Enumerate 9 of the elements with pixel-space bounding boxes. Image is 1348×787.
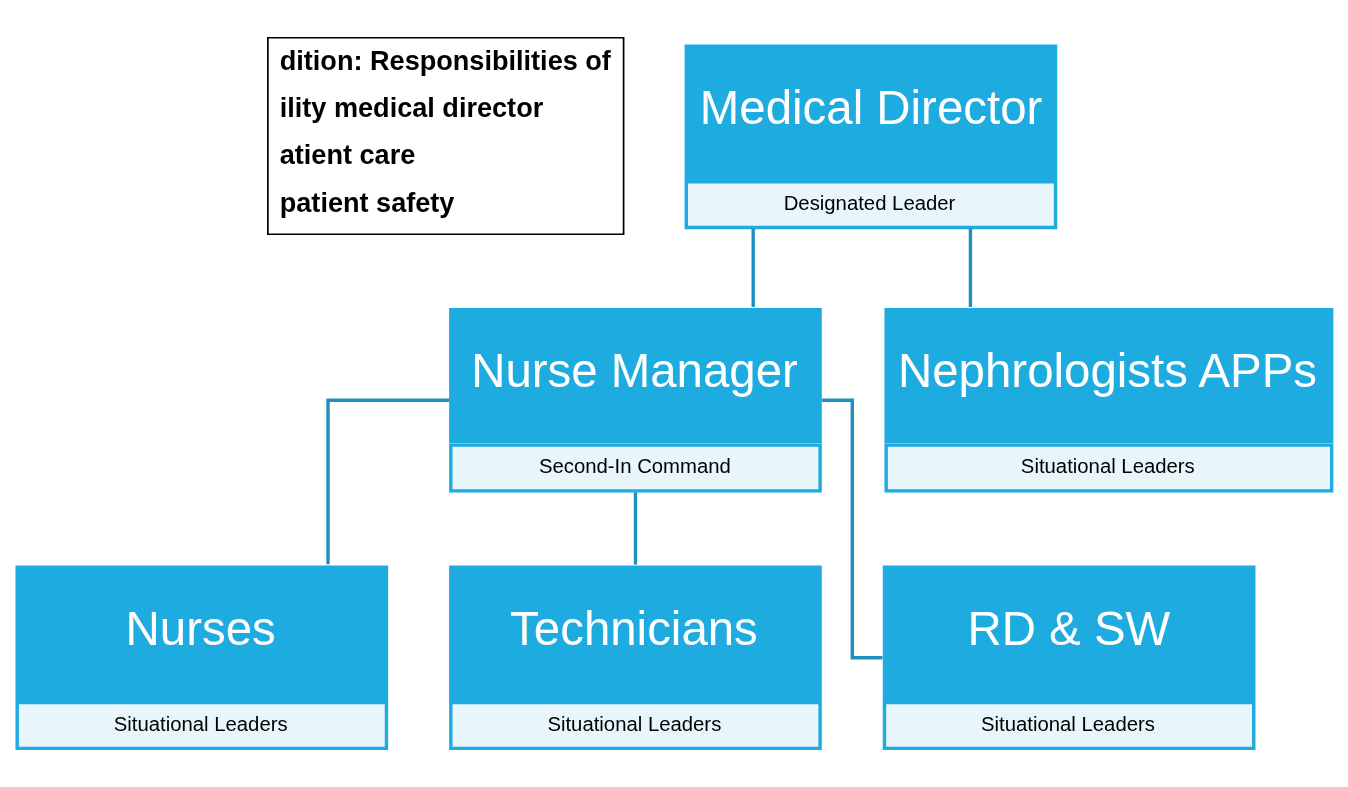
- connector: [968, 228, 973, 307]
- connector: [326, 398, 450, 565]
- label: ility medical director: [279, 92, 544, 124]
- label: atient care: [279, 139, 416, 171]
- connector: [822, 398, 883, 660]
- connector: [751, 228, 755, 307]
- label: patient safety: [279, 186, 455, 218]
- connector: [633, 492, 638, 565]
- label: dition: Responsibilities of: [279, 44, 611, 76]
